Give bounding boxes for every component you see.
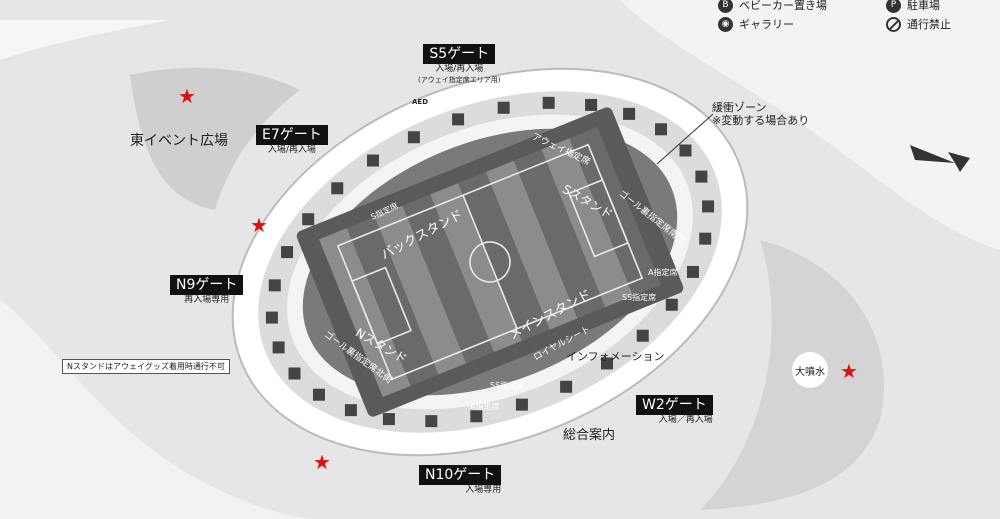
- gate-n10-name: N10ゲート: [419, 465, 502, 485]
- gate-s5-sub: 入場/再入場: [435, 64, 484, 74]
- gate-w2-sub: 入場／再入場: [658, 415, 713, 425]
- east-event-plaza-label: 東イベント広場: [130, 133, 228, 149]
- gallery-icon: ◉: [718, 16, 733, 32]
- facility-icon: [623, 107, 636, 120]
- facility-icon: [272, 341, 285, 354]
- pitch-stripes: [319, 126, 661, 398]
- facility-icon: [497, 101, 510, 114]
- facility-icon: [344, 404, 357, 417]
- road-right: [620, 0, 1000, 250]
- facility-icon: [655, 123, 668, 136]
- star-marker: ★: [178, 84, 196, 108]
- gate-w2[interactable]: W2ゲート 入場／再入場: [636, 394, 713, 426]
- facility-icon: [382, 413, 395, 426]
- gate-e7-name: E7ゲート: [256, 125, 328, 145]
- facility-icon: [686, 265, 699, 278]
- road-bottom-left: [0, 300, 320, 519]
- gate-s5-name: S5ゲート: [423, 44, 496, 64]
- star-marker: ★: [250, 213, 268, 237]
- gate-n9-name: N9ゲート: [170, 275, 244, 295]
- gate-n9-sub: 再入場専用: [184, 295, 230, 305]
- gate-w2-name: W2ゲート: [636, 395, 713, 415]
- facility-icon: [702, 200, 715, 213]
- gate-n10[interactable]: N10ゲート 入場専用: [419, 464, 502, 496]
- pitch-stripe: [485, 160, 578, 330]
- facility-icon: [268, 279, 281, 292]
- buffer-zone-note: ※変動する場合あり: [712, 114, 810, 127]
- buffer-zone-label: 緩衝ゾーン: [712, 101, 767, 114]
- facility-icon: [542, 96, 555, 109]
- facility-icon: [407, 131, 420, 144]
- gate-s5-sub2: (アウェイ指定席エリア用): [418, 76, 501, 84]
- facility-icon: [288, 367, 301, 380]
- ss-reserved-label-1: SS指定席: [622, 293, 657, 302]
- no-entry-icon: [886, 16, 901, 32]
- road-top-left: [0, 20, 170, 60]
- facility-icon: [585, 98, 598, 111]
- facility-icon: [265, 311, 278, 324]
- legend-parking: P 駐車場: [886, 0, 940, 13]
- n-stand-note: Nスタンドはアウェイグッズ着用時通行不可: [62, 359, 230, 374]
- gate-n9[interactable]: N9ゲート 再入場専用: [170, 274, 244, 306]
- parking-icon: P: [886, 0, 901, 13]
- facility-icon: [695, 170, 708, 183]
- pitch-stripe: [513, 149, 606, 319]
- facility-icon: [367, 154, 380, 167]
- legend-no-entry: 通行禁止: [886, 16, 951, 32]
- big-fountain: 大噴水: [792, 352, 828, 388]
- facility-icon: [452, 113, 465, 126]
- legend-gallery: ◉ ギャラリー: [718, 16, 794, 32]
- fountain-plaza: [700, 240, 884, 510]
- gate-e7[interactable]: E7ゲート 入場/再入場: [256, 124, 328, 156]
- stadium: [231, 67, 749, 457]
- aed-marker: AED: [412, 98, 429, 106]
- legend-stroller: B ベビーカー置き場: [718, 0, 827, 13]
- information-label: インフォメーション: [566, 350, 665, 363]
- direction-arrow-icon: [910, 145, 970, 172]
- facility-icon: [425, 415, 438, 428]
- pitch-stripe: [374, 205, 467, 375]
- buffer-leader-line: [656, 113, 714, 165]
- facility-icon: [331, 182, 344, 195]
- a-reserved-label-2: A指定席: [470, 402, 500, 411]
- pitch-stripe: [402, 194, 495, 364]
- facility-icon: [560, 380, 573, 393]
- ss-reserved-label-2: SS指定席: [490, 381, 525, 390]
- east-plaza-area: [130, 67, 300, 211]
- facility-icon: [600, 357, 613, 370]
- facility-icon: [515, 398, 528, 411]
- pitch-stripe: [458, 171, 550, 341]
- stroller-icon: B: [718, 0, 733, 13]
- general-info-label: 総合案内: [563, 428, 616, 443]
- pitch-stripe: [541, 138, 634, 308]
- a-reserved-label-1: A指定席: [648, 268, 678, 277]
- facility-icon: [665, 298, 678, 311]
- facility-icon: [636, 329, 649, 342]
- gate-s5[interactable]: S5ゲート 入場/再入場 (アウェイ指定席エリア用): [418, 43, 500, 86]
- facility-icon: [312, 388, 325, 401]
- facility-icon: [281, 246, 294, 259]
- big-fountain-label: 大噴水: [795, 366, 825, 378]
- facility-icon: [470, 410, 483, 423]
- gate-e7-sub: 入場/再入場: [267, 145, 316, 155]
- facility-icon: [679, 144, 692, 157]
- pitch-stripe: [430, 183, 522, 353]
- facility-icon: [699, 232, 712, 245]
- facility-icon: [302, 213, 315, 226]
- star-marker: ★: [313, 450, 331, 474]
- pitch-stripe: [346, 216, 439, 386]
- star-marker: ★: [840, 359, 858, 383]
- facility-icons: [265, 96, 715, 428]
- gate-n10-sub: 入場専用: [465, 485, 502, 495]
- pitch-lines: [336, 143, 644, 381]
